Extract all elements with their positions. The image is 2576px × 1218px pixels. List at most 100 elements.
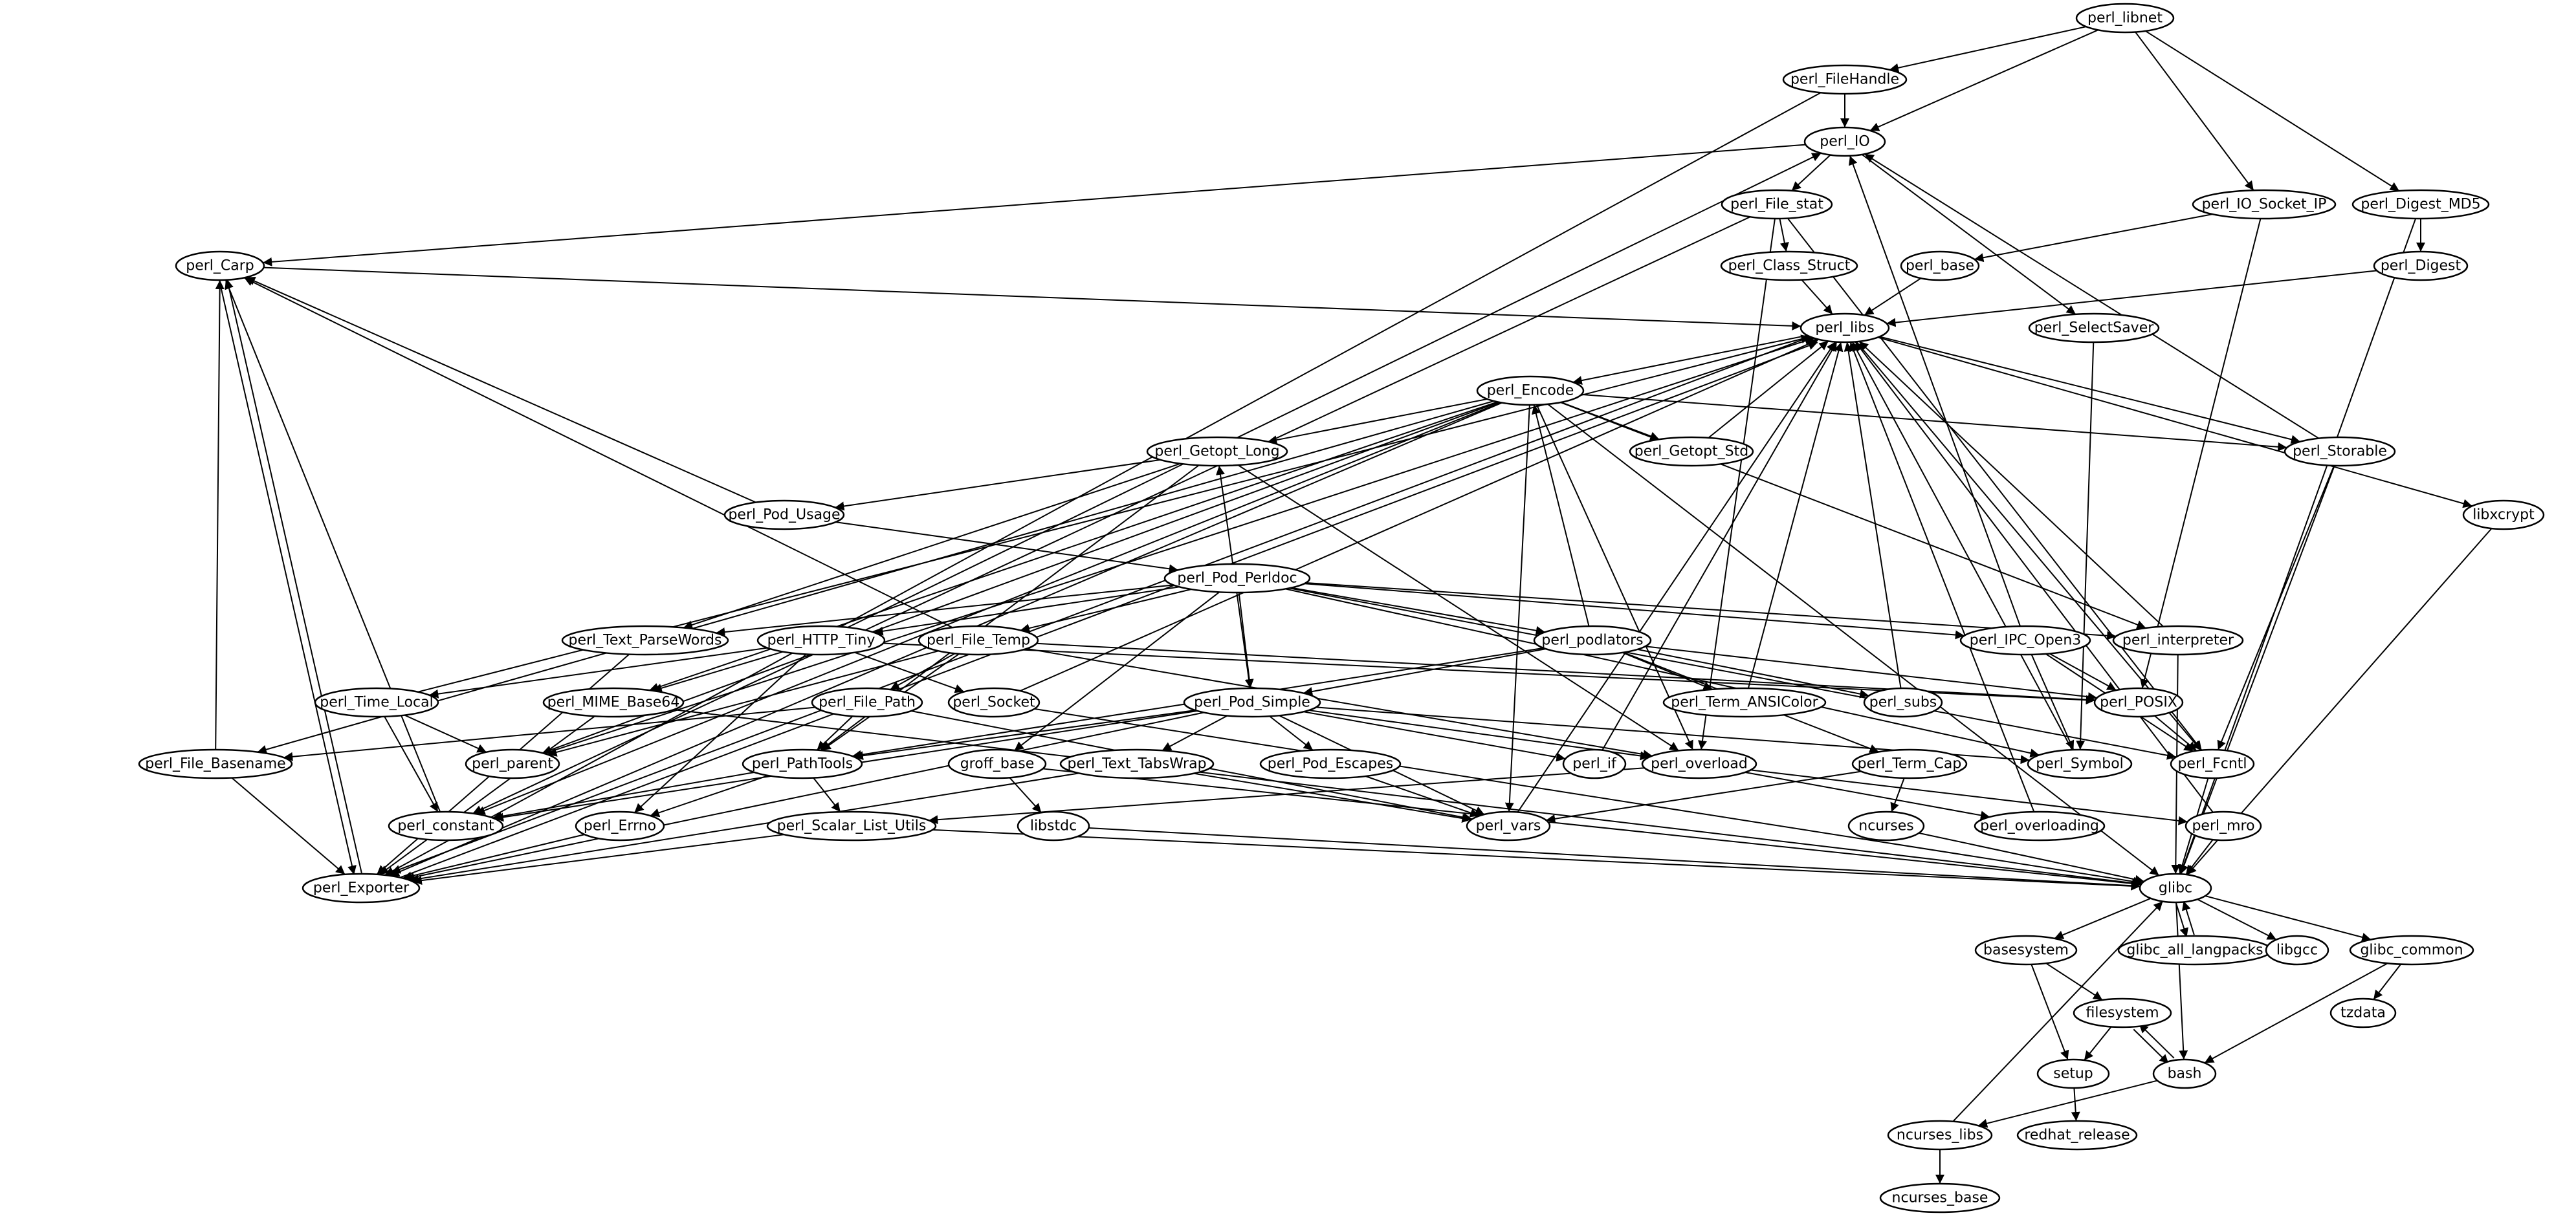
node-label: perl_Symbol [2036,756,2124,772]
node-label: perl_overload [1651,756,1748,772]
node-label: perl_IPC_Open3 [1970,633,2082,649]
node-libgcc: libgcc [2265,935,2329,966]
edge-perl-ipc-open3-to-perl-symbol [2031,654,2075,750]
edge-perl-file-stat-to-perl-fcntl [1787,217,2203,751]
node-perl-io-socket-ip: perl_IO_Socket_IP [2192,189,2337,220]
node-label: perl_POSIX [2100,695,2177,711]
node-label: perl_interpreter [2122,633,2234,649]
edge-perl-ipc-open3-to-perl-io [1849,155,2021,627]
node-label: perl_Getopt_Std [1635,444,1748,460]
node-label: perl_File_Temp [927,633,1030,649]
edge-perl-overload-to-perl-mro [1750,769,2188,825]
node-perl-text-parsewords: perl_Text_ParseWords [561,625,729,656]
node-ellipse [1533,625,1652,656]
node-perl-exporter: perl_Exporter [302,873,421,904]
node-ellipse [1800,312,1890,343]
node-label: filesystem [2086,1005,2159,1021]
node-perl-errno: perl_Errno [575,810,665,842]
node-label: basesystem [1983,942,2069,959]
node-glibc-common: glibc_common [2349,935,2474,966]
node-perl-time-local: perl_Time_Local [314,687,439,718]
edge-perl-digest-to-perl-libs [1886,270,2377,327]
node-glibc: glibc [2139,873,2212,904]
edge-perl-storable-to-glibc [2179,465,2335,875]
node-ellipse [2373,250,2469,281]
node-filesystem: filesystem [2073,997,2172,1028]
node-ellipse [2185,810,2262,842]
edge-bash-to-filesystem [2139,1023,2175,1059]
node-perl-pod-escapes: perl_Pod_Escapes [1259,748,1402,779]
edge-glibc-to-libgcc [2197,898,2277,941]
edge-perl-libs-to-perl-exporter [391,334,1815,874]
node-perl-pod-simple: perl_Pod_Simple [1183,687,1321,718]
node-label: libstdc [1030,818,1077,834]
edge-perl-carp-to-perl-libs [263,266,1801,331]
edge-perl-getopt-long-to-perl-pod-usage [835,459,1161,511]
node-label: redhat_release [2024,1127,2130,1144]
node-perl-storable: perl_Storable [2284,436,2396,467]
edge-perl-pod-perldoc-to-perl-podlators [1291,587,1545,635]
node-perl-selectsaver: perl_SelectSaver [2028,312,2160,343]
edge-glibc-to-glibc-all-langpacks [2175,903,2188,938]
edge-perl-libs-to-perl-storable [1879,336,2301,444]
edge-perl-pod-usage-to-perl-pod-perldoc [835,521,1178,574]
node-perl-text-tabswrap: perl_Text_TabsWrap [1059,748,1215,779]
edge-glibc-common-to-tzdata [2373,964,2402,1000]
node-ellipse [756,625,886,656]
node-ellipse [575,810,665,842]
edge-glibc-to-glibc-common [2205,895,2372,942]
edge-bash-to-ncurses-libs [1977,1080,2158,1128]
edge-perl-libs-to-libxcrypt [1877,336,2472,508]
edge-perl-file-path-to-perl-pathtools [816,715,853,751]
node-perl-base: perl_base [1900,250,1980,281]
node-ellipse [1059,748,1215,779]
edge-filesystem-to-bash [2133,1028,2170,1065]
node-ellipse [388,810,504,842]
edge-setup-to-redhat-release [2071,1087,2080,1122]
node-label: perl_PathTools [752,756,853,772]
node-ellipse [2329,997,2397,1028]
node-ellipse [811,687,923,718]
node-ellipse [1879,1182,2001,1213]
node-label: perl_Socket [952,695,1035,711]
node-label: perl_Text_TabsWrap [1067,756,1206,772]
edge-perl-libnet-to-perl-digest-md5 [2145,30,2400,191]
node-label: perl_libs [1815,320,1874,336]
edge-perl-encode-to-perl-vars [1504,404,1530,812]
edge-perl-pod-simple-to-perl-text-tabswrap [1161,715,1228,752]
edge-perl-libnet-to-perl-filehandle [1889,26,2087,72]
edge-perl-libs-to-perl-fcntl [1856,341,2201,751]
node-ellipse [1476,375,1585,406]
node-perl-fcntl: perl_Fcntl [2170,748,2255,779]
edge-perl-carp-to-perl-exporter [219,281,357,875]
node-perl-term-cap: perl_Term_Cap [1851,748,1968,779]
node-ellipse [1146,436,1288,467]
node-ellipse [2016,1120,2138,1151]
node-label: perl_File_Path [819,695,916,711]
node-ellipse [742,748,863,779]
edge-perl-pod-simple-to-perl-pod-escapes [1269,715,1314,751]
edge-perl-scalar-list-utils-to-glibc [932,829,2141,891]
edge-perl-exporter-to-perl-libs [393,341,1818,881]
edge-perl-libs-to-perl-encode [1572,334,1808,385]
edge-perl-vars-to-perl-libs [1517,341,1836,813]
node-ellipse [2093,687,2184,718]
node-perl-socket: perl_Socket [947,687,1040,718]
node-ellipse [2349,935,2474,966]
edge-perl-overload-to-perl-overloading [1745,771,1990,820]
node-ellipse [1803,126,1886,157]
node-perl-file-path: perl_File_Path [811,687,923,718]
edge-perl-file-temp-to-perl-parent [547,650,939,757]
edge-perl-pod-perldoc-to-perl-file-temp [1020,589,1192,633]
node-label: setup [2053,1066,2093,1082]
node-label: perl_Term_Cap [1858,756,1962,772]
node-perl-getopt-std: perl_Getopt_Std [1629,436,1754,467]
node-ellipse [542,687,685,718]
edge-perl-getopt-long-to-perl-overload [1237,464,1679,752]
node-label: libxcrypt [2472,507,2535,523]
node-label: libgcc [2276,942,2318,959]
edge-perl-podlators-to-perl-encode [1532,404,1590,627]
node-perl-carp: perl_Carp [175,250,265,281]
node-ellipse [2027,748,2133,779]
node-label: perl_constant [397,818,494,834]
